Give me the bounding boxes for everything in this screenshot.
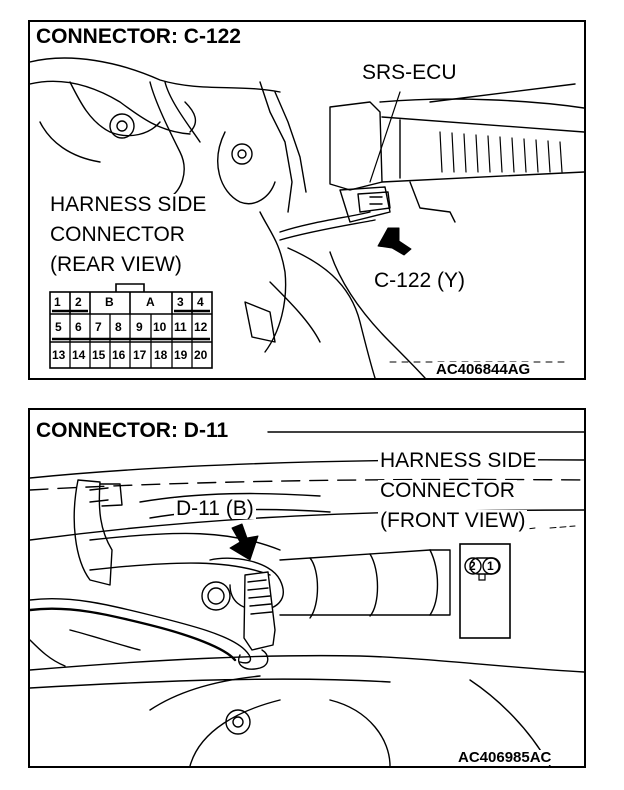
pin-label: B: [105, 295, 114, 309]
pin-label: 12: [194, 320, 208, 334]
pin-label: 5: [55, 320, 62, 334]
pin-label: 2: [75, 295, 82, 309]
pin-label: 7: [95, 320, 102, 334]
harness-side-label: HARNESS SIDE: [378, 449, 539, 472]
figure-code: AC406985AC: [456, 749, 554, 766]
connector-label: CONNECTOR: [378, 479, 517, 502]
figure-code: AC406844AG: [434, 361, 533, 378]
view-label: (FRONT VIEW): [378, 509, 528, 532]
pin-label: 11: [174, 320, 187, 334]
pin-label: 20: [194, 348, 208, 362]
pin-label: A: [146, 295, 155, 309]
pin-label: 16: [112, 348, 126, 362]
harness-side-label: HARNESS SIDE: [48, 193, 209, 216]
pin-label: 10: [153, 320, 167, 334]
pin-label: 1: [487, 559, 494, 573]
pin-label: 9: [136, 320, 143, 334]
srs-ecu-label: SRS-ECU: [360, 61, 459, 84]
pin-label: 17: [133, 348, 147, 362]
pin-label: 19: [174, 348, 188, 362]
panel-title: CONNECTOR: C-122: [34, 26, 244, 49]
pin-label: 14: [72, 348, 86, 362]
pin-label: 13: [52, 348, 66, 362]
pin-label: 2: [469, 559, 476, 573]
panel-title: CONNECTOR: D-11: [34, 420, 232, 443]
c122-line-drawing: [30, 57, 584, 378]
pin-label: 4: [197, 295, 204, 309]
view-label: (REAR VIEW): [48, 253, 184, 276]
connector-label: CONNECTOR: [48, 223, 187, 246]
d11-connector-face: [459, 543, 511, 639]
pin-label: 18: [154, 348, 168, 362]
pin-label: 3: [177, 295, 184, 309]
c122-connector-face: [49, 283, 213, 369]
connector-c122-panel: CONNECTOR: C-122 SRS-ECU HARNESS SIDE CO…: [28, 20, 586, 380]
pin-label: 1: [54, 295, 61, 309]
connector-code-label: D-11 (B): [174, 497, 256, 520]
pin-label: 15: [92, 348, 106, 362]
connector-d11-panel: CONNECTOR: D-11 HARNESS SIDE CONNECTOR (…: [28, 408, 586, 768]
pin-label: 8: [115, 320, 122, 334]
pin-label: 6: [75, 320, 82, 334]
connector-code-label: C-122 (Y): [372, 269, 468, 292]
